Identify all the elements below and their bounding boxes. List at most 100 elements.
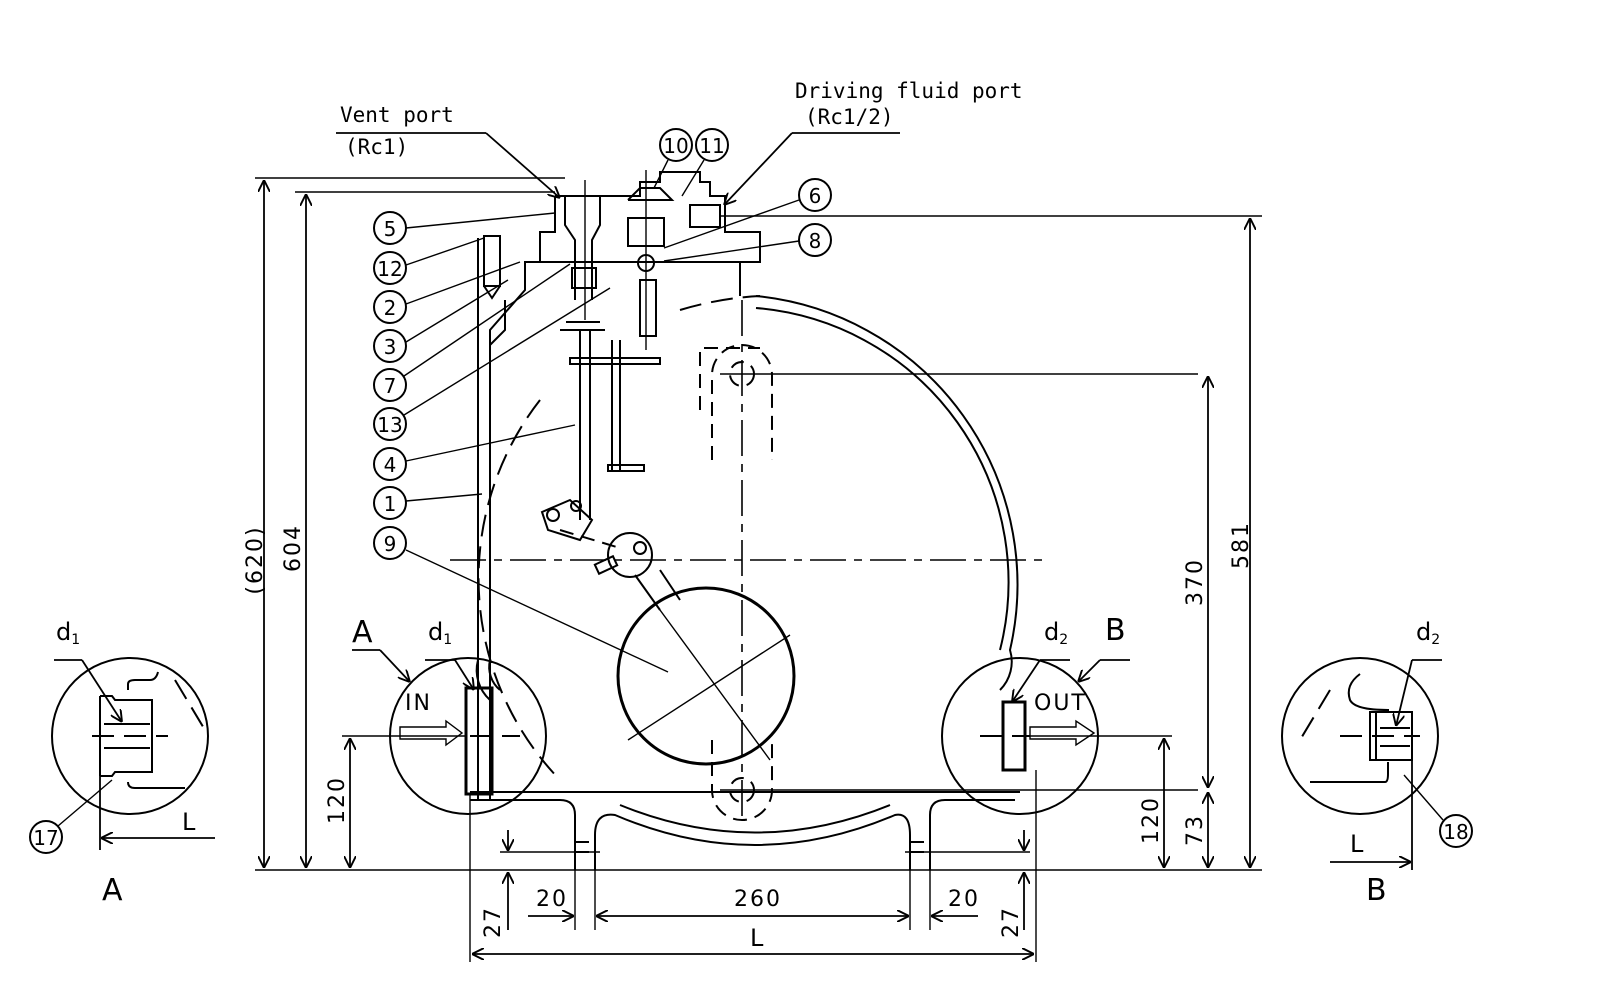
float-arm-pivot xyxy=(607,532,653,578)
detail-a-body-top xyxy=(127,671,159,690)
detail-b-d2-label: d2 xyxy=(1416,618,1440,648)
snap-lever-pin-a xyxy=(546,508,560,522)
detail-a-d1-leader xyxy=(81,659,122,722)
driving-fluid-port-text: Driving fluid port xyxy=(795,79,1023,103)
float-travel-arc xyxy=(477,399,561,781)
outlet-arrow-icon xyxy=(1029,719,1096,747)
d2-leader xyxy=(1012,659,1041,702)
d1-leader xyxy=(454,659,474,690)
outlet-label: OUT xyxy=(1034,691,1087,716)
balloon-8: 8 xyxy=(663,223,832,262)
shell-left-bend xyxy=(488,659,501,691)
body-left-wall-outer xyxy=(489,196,556,800)
detail-a-title: A xyxy=(102,873,123,908)
svg-text:2: 2 xyxy=(384,296,397,320)
snap-lever-pin-b xyxy=(570,500,582,512)
dim-73-text: 73 xyxy=(1183,814,1208,846)
svg-text:13: 13 xyxy=(377,413,402,437)
balloon-3: 3 xyxy=(373,279,509,363)
driving-fluid-port-label: Driving fluid port (Rc1/2) xyxy=(724,79,1023,205)
balloon-2: 2 xyxy=(373,261,521,324)
detail-a-float-arc xyxy=(174,679,206,731)
detail-a-view-circle xyxy=(51,657,209,815)
lifting-eye-lower xyxy=(711,740,773,821)
driving-fluid-port-body xyxy=(689,204,721,228)
balloon-10: 10 xyxy=(653,128,693,189)
float-travel-arc-top xyxy=(679,295,761,311)
dim-370-text: 370 xyxy=(1183,558,1208,606)
dimensions: (620) 604 120 581 370 73 120 27 xyxy=(243,177,1262,962)
dim-604-text: 604 xyxy=(281,524,306,572)
outlet-nozzle xyxy=(980,700,1030,772)
shell-left-bend-outer xyxy=(475,659,491,701)
svg-text:9: 9 xyxy=(384,532,397,556)
detail-a-body-bottom xyxy=(127,781,185,789)
detail-b-callout: B d2 OUT xyxy=(941,613,1130,815)
svg-text:6: 6 xyxy=(809,184,822,208)
balloon-5: 5 xyxy=(373,211,556,245)
balloon-11: 11 xyxy=(681,128,729,197)
shell-inner-arc xyxy=(755,307,1010,651)
cover-bolt xyxy=(483,235,501,287)
internal-mechanism xyxy=(450,170,1198,821)
svg-text:17: 17 xyxy=(33,826,58,850)
inlet-flange xyxy=(464,686,494,796)
shell-outer-arc xyxy=(755,295,1019,691)
right-foot-outer xyxy=(929,799,1015,870)
dim-l-text: L xyxy=(750,924,764,952)
detail-b-d2-leader xyxy=(1396,659,1413,726)
svg-text:11: 11 xyxy=(699,134,724,158)
left-foot-outer xyxy=(470,799,576,870)
detail-b-l-label: L xyxy=(1350,830,1364,858)
dim-581-text: 581 xyxy=(1229,521,1254,569)
svg-text:5: 5 xyxy=(384,217,397,241)
svg-text:4: 4 xyxy=(384,453,397,477)
float xyxy=(616,586,796,766)
dim-inlet-120-text: 120 xyxy=(325,776,350,824)
detail-b-view: d2 L B xyxy=(1281,618,1442,908)
part-balloons: 5 12 2 3 7 13 4 1 9 10 11 6 8 17 18 xyxy=(29,128,1473,854)
balloon-18: 18 xyxy=(1403,774,1473,848)
balloon-13: 13 xyxy=(373,287,611,441)
dim-620-text: (620) xyxy=(243,525,268,594)
inlet-arrow-icon xyxy=(399,719,464,747)
detail-a-view: d1 L A xyxy=(51,618,215,908)
vent-valve-body xyxy=(564,196,601,300)
float-cross-b xyxy=(659,609,771,761)
detail-a-d1-label: d1 xyxy=(56,618,80,648)
driving-fluid-port-leader xyxy=(724,132,793,205)
svg-text:7: 7 xyxy=(384,374,397,398)
detail-b-body-bottom xyxy=(1310,762,1389,783)
balloon-12: 12 xyxy=(373,237,485,285)
balloon-9: 9 xyxy=(373,526,669,673)
balloon-4: 4 xyxy=(373,424,576,481)
dim-20-right-text: 20 xyxy=(948,887,980,912)
detail-a-letter: A xyxy=(352,615,373,650)
detail-b-view-circle xyxy=(1281,657,1439,815)
guide-stop xyxy=(607,464,645,472)
cover-bolt-tip xyxy=(483,285,501,300)
vent-port-leader xyxy=(485,132,560,198)
body-left-inner xyxy=(489,300,506,346)
snap-spring xyxy=(560,321,605,331)
detail-b-title: B xyxy=(1366,873,1387,908)
bottom-arc-between-feet xyxy=(594,813,911,870)
detail-a-callout: A d1 IN xyxy=(352,615,547,815)
vent-valve-seat xyxy=(571,267,597,289)
balloon-17: 17 xyxy=(29,779,113,854)
connecting-plate xyxy=(569,357,661,365)
dim-20-left-text: 20 xyxy=(536,887,568,912)
d2-label: d2 xyxy=(1044,618,1068,648)
balloon-7: 7 xyxy=(373,263,571,402)
detail-a-leader xyxy=(379,649,410,682)
intake-valve-spring-housing xyxy=(639,279,657,337)
vent-port-text: Vent port xyxy=(340,103,454,127)
detail-b-body-top xyxy=(1347,673,1389,712)
detail-b-letter: B xyxy=(1105,613,1126,648)
dim-27-left-text: 27 xyxy=(481,906,506,938)
inlet-nozzle xyxy=(464,686,520,796)
svg-text:1: 1 xyxy=(384,492,397,516)
svg-text:3: 3 xyxy=(384,335,397,359)
svg-text:10: 10 xyxy=(663,134,688,158)
